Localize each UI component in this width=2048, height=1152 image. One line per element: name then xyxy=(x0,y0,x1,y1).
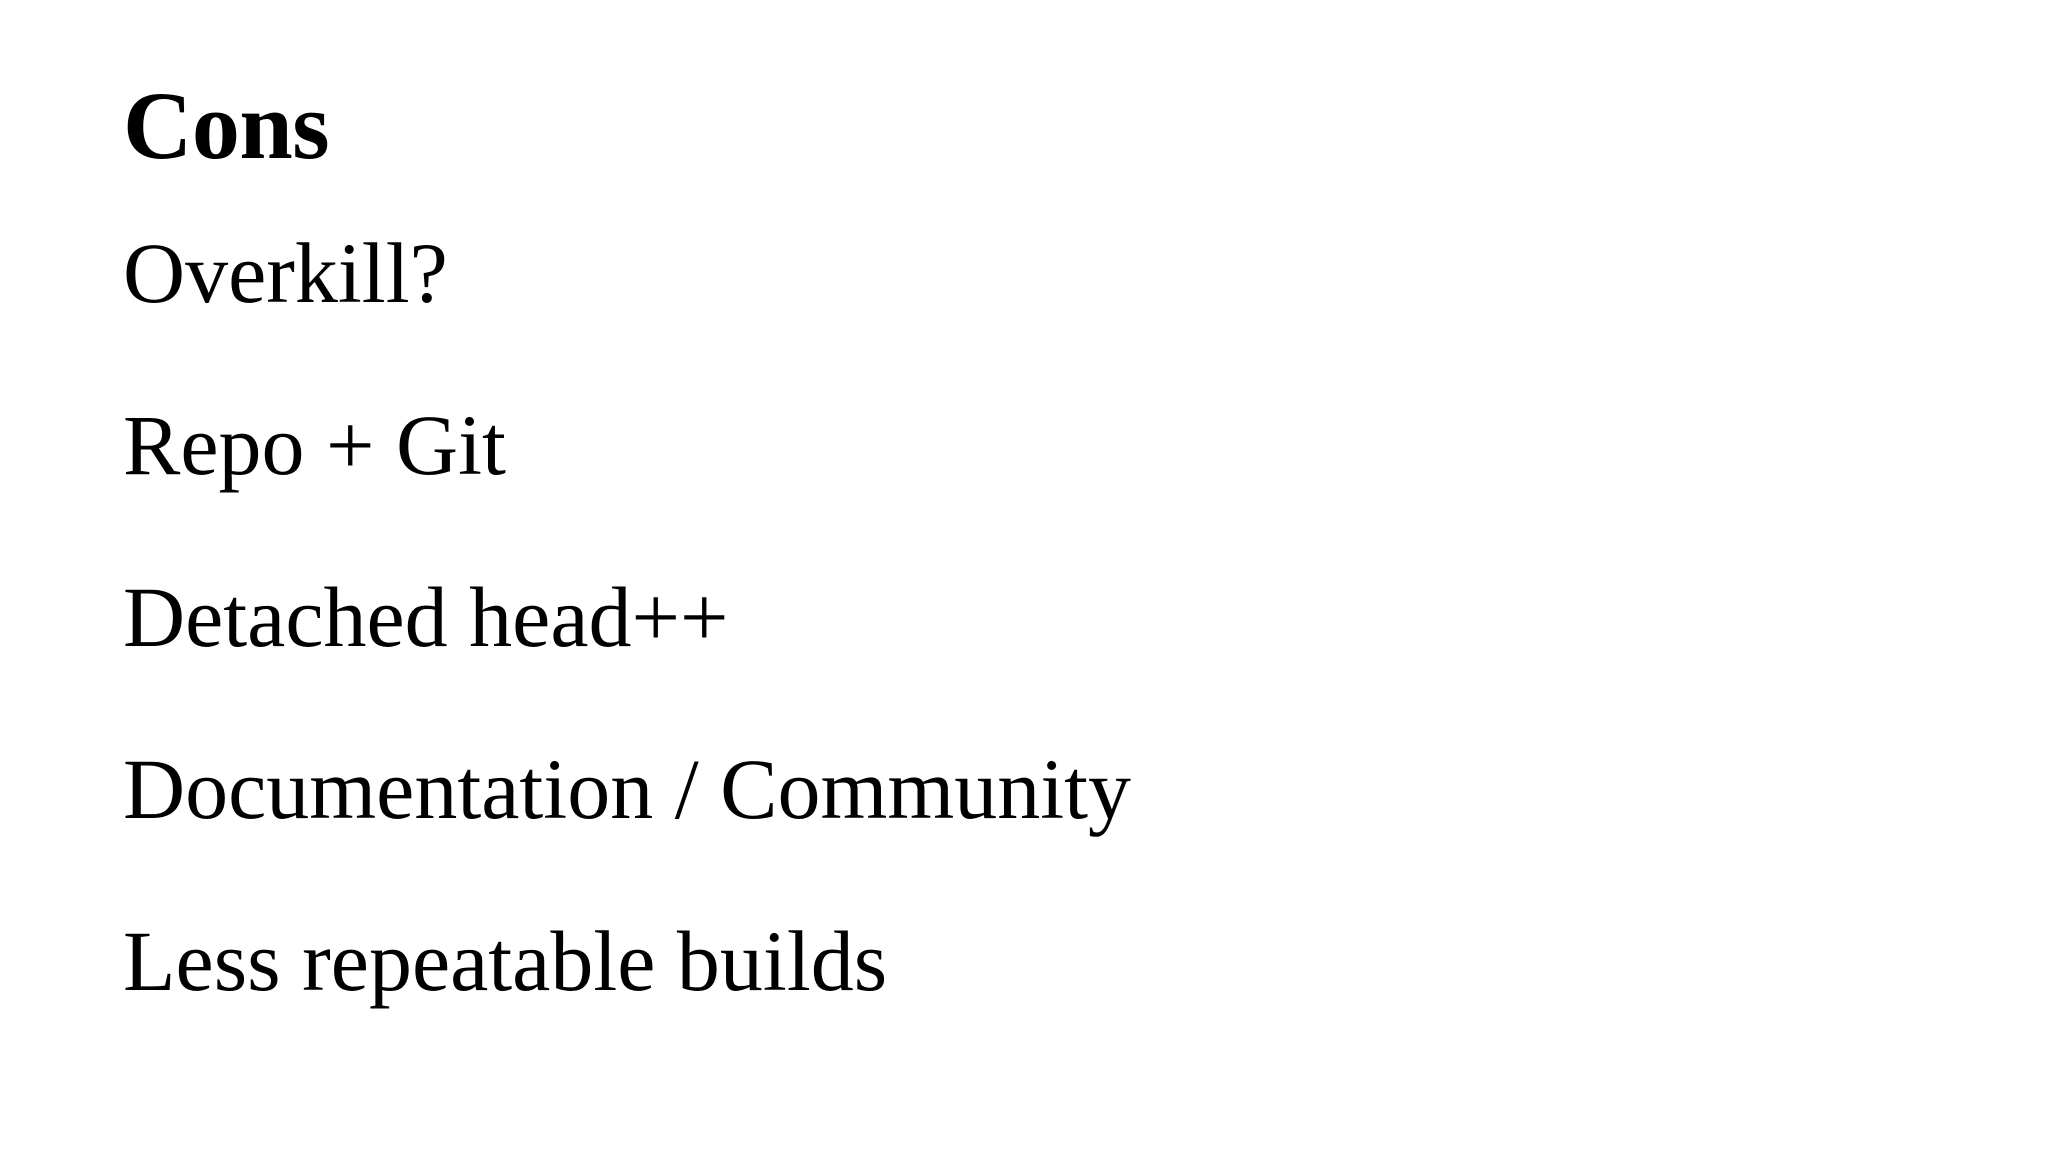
list-item: Repo + Git xyxy=(123,397,506,493)
page-title: Cons xyxy=(123,72,330,179)
slide-content: Cons Overkill? Repo + Git Detached head+… xyxy=(123,72,1923,1005)
cons-list: Overkill? Repo + Git Detached head++ Doc… xyxy=(123,230,1923,1004)
list-item: Detached head++ xyxy=(123,569,729,665)
list-item: Less repeatable builds xyxy=(123,913,888,1009)
list-item: Overkill? xyxy=(123,225,448,321)
list-item: Documentation / Community xyxy=(123,741,1132,837)
